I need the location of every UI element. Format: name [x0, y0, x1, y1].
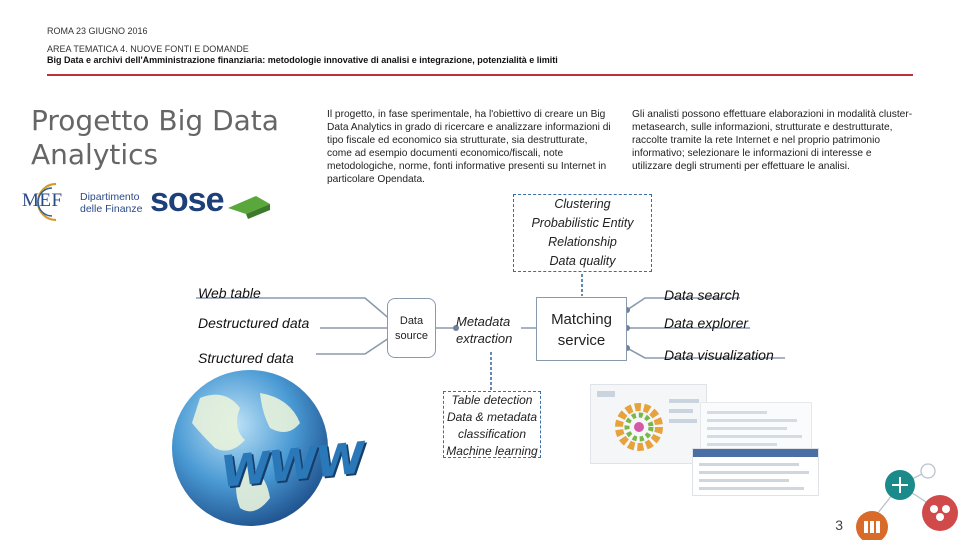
event-date: ROMA 23 GIUGNO 2016 [47, 26, 148, 36]
dashboard-thumbnail-1 [590, 384, 707, 464]
method-classification: classification [457, 427, 527, 441]
source-destructured: Destructured data [198, 315, 310, 331]
project-description: Il progetto, in fase sperimentale, ha l'… [327, 109, 611, 185]
analysts-description: Gli analisti possono effettuare elaboraz… [632, 109, 913, 172]
method-entity: Probabilistic Entity [531, 216, 634, 230]
ml-methods-box: Table detection Data & metadata classifi… [443, 391, 541, 458]
session-subtitle: Big Data e archivi dell'Amministrazione … [47, 55, 558, 65]
output-data-explorer: Data explorer [664, 315, 749, 331]
output-data-visualization: Data visualization [664, 347, 774, 363]
sose-arrow-icon [228, 196, 270, 219]
mef-emblem-icon [36, 182, 57, 222]
chart-wheel-icon [597, 391, 699, 451]
method-table-detection: Table detection [451, 393, 533, 407]
method-data-metadata: Data & metadata [446, 410, 538, 424]
matching-line2: service [557, 332, 606, 349]
dashboard-thumbnail-3 [692, 448, 819, 496]
mef-text-1: Dipartimento [80, 191, 140, 203]
data-source-line2: source [394, 330, 429, 342]
method-clustering: Clustering [554, 197, 611, 211]
mef-logo: MEF Dipartimento delle Finanze [22, 180, 147, 224]
method-machine-learning: Machine learning [446, 444, 538, 458]
list-rows-icon [693, 449, 818, 490]
globe-icon [172, 370, 328, 526]
output-data-search: Data search [664, 287, 740, 303]
sose-wordmark: sose [150, 181, 224, 219]
matching-line1: Matching [551, 311, 612, 328]
network-icons [856, 463, 958, 540]
metadata-extraction-label: Metadata extraction [456, 313, 512, 347]
slide-title: Progetto Big Data Analytics [31, 104, 279, 171]
data-source-line1: Data [399, 315, 424, 327]
thematic-area: AREA TEMATICA 4. NUOVE FONTI E DOMANDE [47, 44, 249, 54]
metadata-line2: extraction [456, 331, 513, 346]
source-web-table: Web table [198, 285, 261, 301]
method-relationship: Relationship [548, 235, 617, 249]
mef-letters: MEF [22, 190, 63, 211]
mef-text-2: delle Finanze [80, 203, 143, 215]
source-structured: Structured data [198, 350, 294, 366]
sose-logo: sose [150, 180, 275, 224]
page-number: 3 [835, 517, 843, 533]
header-divider [47, 74, 913, 76]
analytics-methods-box: Clustering Probabilistic Entity Relation… [513, 194, 652, 272]
globe-www-illustration: WWW [170, 368, 366, 538]
matching-service-box: Matching service [536, 297, 627, 361]
data-source-box: Data source [387, 298, 436, 358]
metadata-line1: Metadata [456, 314, 511, 329]
method-data-quality: Data quality [549, 254, 616, 268]
